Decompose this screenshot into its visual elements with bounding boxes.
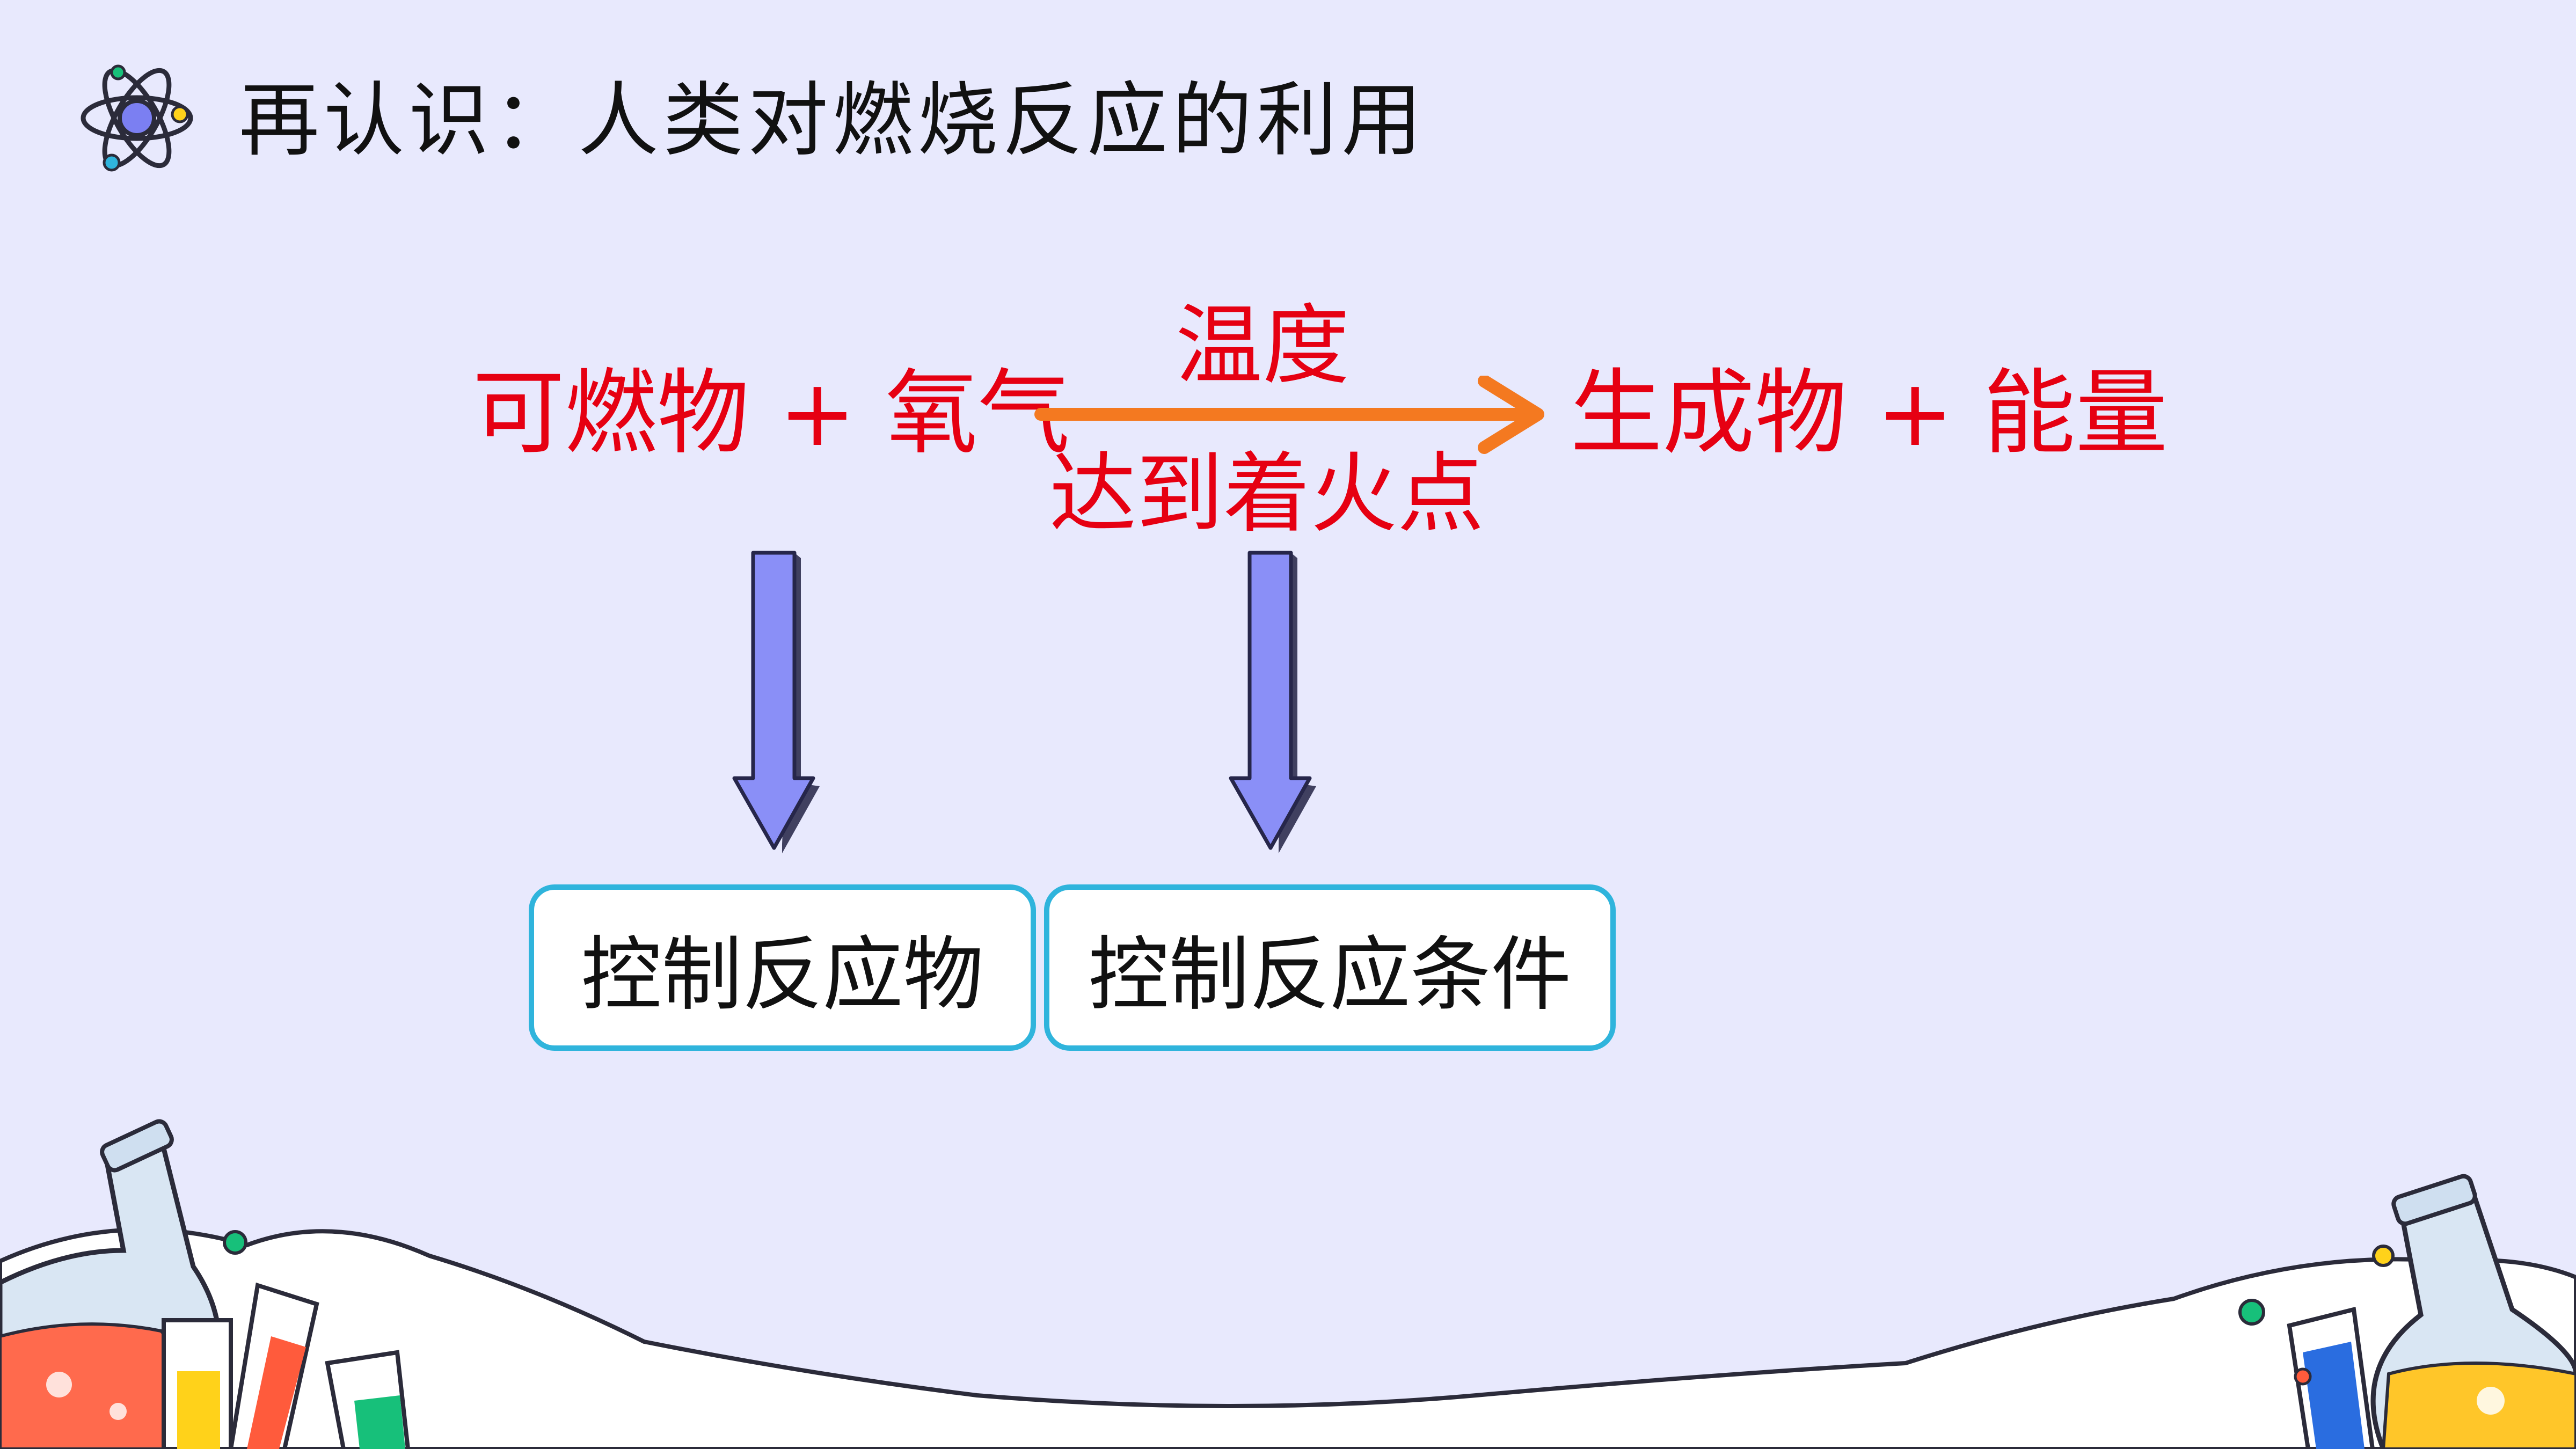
condition-bottom-text: 达到着火点 xyxy=(1049,444,1484,545)
cloud-band xyxy=(0,1227,2576,1449)
atom-icon xyxy=(81,64,193,172)
products-text: 生成物 + 能量 xyxy=(1570,359,2168,467)
reaction-arrow xyxy=(1034,376,1544,454)
page-title: 再认识：人类对燃烧反应的利用 xyxy=(239,74,1427,167)
test-tube-icon xyxy=(2238,1245,2395,1449)
down-arrow-conditions xyxy=(1229,551,1316,853)
down-arrow-reactants xyxy=(732,551,820,853)
flask-icon xyxy=(2370,1174,2576,1449)
control-conditions-box: 控制反应条件 xyxy=(1044,884,1616,1051)
reactants-text: 可燃物 + 氧气 xyxy=(472,359,1070,467)
condition-top-text: 温度 xyxy=(1176,296,1349,397)
test-tube-icon xyxy=(162,1230,411,1449)
control-reactants-box: 控制反应物 xyxy=(529,884,1036,1051)
